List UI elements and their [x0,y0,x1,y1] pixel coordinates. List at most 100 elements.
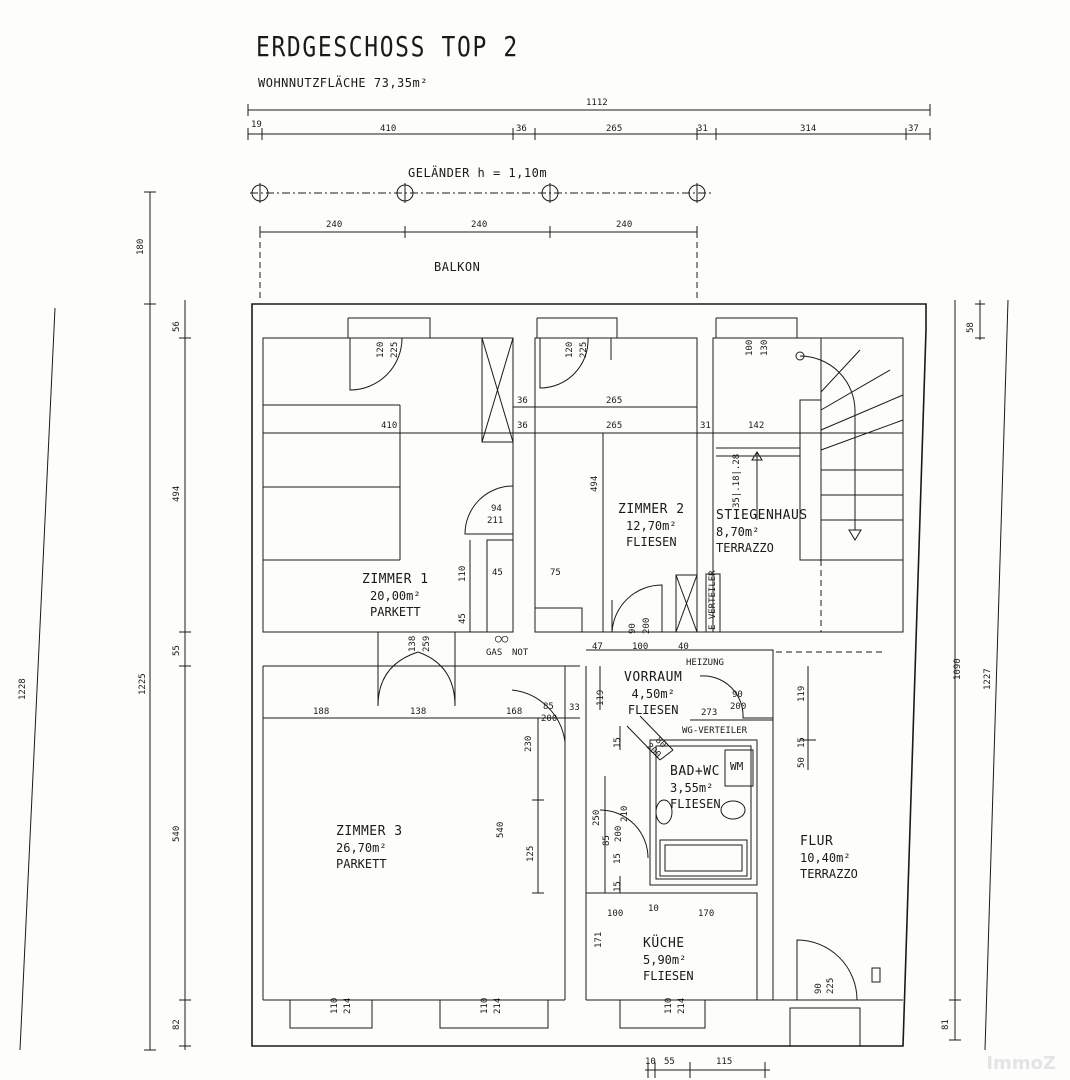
dim-top-seg: 314 [800,124,817,134]
room-flur: FLUR 10,40m² TERRAZZO [800,834,858,882]
dim-inner: 94 [491,504,502,514]
heating-label: HEIZUNG [686,658,724,668]
dim-inner: 10 [648,904,659,914]
room-area: 3,55m² [670,781,714,795]
dim-inner: 410 [381,421,398,431]
dim-inner: 170 [698,909,715,919]
dim-inner: 265 [606,396,623,406]
room-name: BAD+WC [670,764,720,779]
dim-inner: 90 [814,983,824,994]
dim-window: 100 [745,339,755,356]
wg-distributor-label: WG-VERTEILER [682,726,748,736]
room-name: FLUR [800,834,834,849]
dim-inner: 47 [592,642,603,652]
dim-inner: 100 [607,909,624,919]
dim-inner: 110 [458,565,468,582]
outlet-icon: ○○ [495,632,509,645]
room-floor: PARKETT [336,857,387,871]
dim-inner: 210 [620,805,630,822]
dim-inner: 45 [492,568,503,578]
room-name: ZIMMER 1 [362,572,429,587]
room-name: STIEGENHAUS [716,508,808,523]
room-vorraum: VORRAUM 4,50m² FLIESEN [624,670,682,718]
dim-total-width: 1112 [586,98,608,108]
dim-inner: 188 [313,707,330,717]
dim-inner: 90 [628,623,638,634]
dim-left-540: 540 [172,825,182,842]
e-distributor-label: E-VERTEILER [708,570,718,630]
dim-left-82: 82 [172,1019,182,1030]
dim-bottom-window: 110 [664,997,674,1014]
dim-inner: 273 [701,708,718,718]
dim-inner: 200 [642,617,652,634]
room-area: 20,00m² [370,589,421,603]
dim-right-81: 81 [941,1019,951,1030]
dim-inner: 36 [517,396,528,406]
room-area: 26,70m² [336,841,387,855]
dim-bottom-window: 110 [480,997,490,1014]
dim-inner: 15 [613,737,623,748]
dim-left-56: 56 [172,321,182,332]
page-title: ERDGESCHOSS TOP 2 [256,30,519,63]
dim-window: 120 [376,341,386,358]
dim-inner: 36 [517,421,528,431]
dim-top-seg: 265 [606,124,623,134]
dim-bottom: 10 [645,1057,656,1067]
room-floor: FLIESEN [643,969,694,983]
dim-balcony-seg: 240 [471,220,488,230]
dim-inner: 119 [596,689,606,706]
dim-top-seg: 36 [516,124,527,134]
dim-inner: 171 [594,931,604,948]
dim-bottom-window: 214 [343,997,353,1014]
dim-inner: 90 [732,690,743,700]
dim-window: 225 [390,341,400,358]
dim-bottom-window: 214 [493,997,503,1014]
dim-left-55: 55 [172,645,182,656]
balcony-label: BALKON [434,260,481,274]
dim-inner: 85 [543,702,554,712]
dim-inner: 265 [606,421,623,431]
subtitle: WOHNNUTZFLÄCHE 73,35m² [258,76,428,90]
dim-top-seg: 37 [908,124,919,134]
room-kueche: KÜCHE 5,90m² FLIESEN [643,936,694,984]
dim-inner: 200 [730,702,747,712]
dim-inner: 200 [541,714,558,724]
dim-inner: 138 [408,635,418,652]
dim-inner: 85 [602,835,612,846]
dim-inner: 259 [422,635,432,652]
dim-inner: 494 [590,475,600,492]
dim-top-seg: 31 [697,124,708,134]
emergency-label: NOT [512,648,529,658]
room-floor: FLIESEN [627,703,679,717]
dim-right-58: 58 [966,322,976,333]
dim-inner: 100 [632,642,649,652]
dim-inner: 119 [797,685,807,702]
dim-inner: 33 [569,703,580,713]
room-name: ZIMMER 2 [618,502,685,517]
room-zimmer-2: ZIMMER 2 12,70m² FLIESEN [618,502,685,550]
room-area: 4,50m² [631,687,675,701]
dim-inner: 15 [797,737,807,748]
dim-inner: 200 [614,825,624,842]
dim-left-mid: 1225 [138,673,148,695]
dim-inner: 40 [678,642,689,652]
room-area: 10,40m² [800,851,851,865]
room-floor: FLIESEN [626,535,677,549]
washing-machine-label: WM [730,760,744,773]
dim-left-494: 494 [172,485,182,502]
dim-bottom-window: 110 [330,997,340,1014]
dim-inner: 540 [496,821,506,838]
dim-balcony-seg: 240 [616,220,633,230]
dim-right-1090: 1090 [953,658,963,680]
dim-inner: 211 [487,516,504,526]
dim-inner: 45 [458,613,468,624]
room-zimmer-1: ZIMMER 1 20,00m² PARKETT [362,572,429,620]
room-area: 12,70m² [626,519,677,533]
dim-top-seg: 410 [380,124,397,134]
dim-inner: 15 [613,853,623,864]
stair-rise: 35|.18|.28 [732,453,742,508]
dim-inner: 142 [748,421,765,431]
dim-bottom: 115 [716,1057,733,1067]
room-floor: TERRAZZO [716,541,774,555]
dim-inner: 15 [613,881,623,892]
